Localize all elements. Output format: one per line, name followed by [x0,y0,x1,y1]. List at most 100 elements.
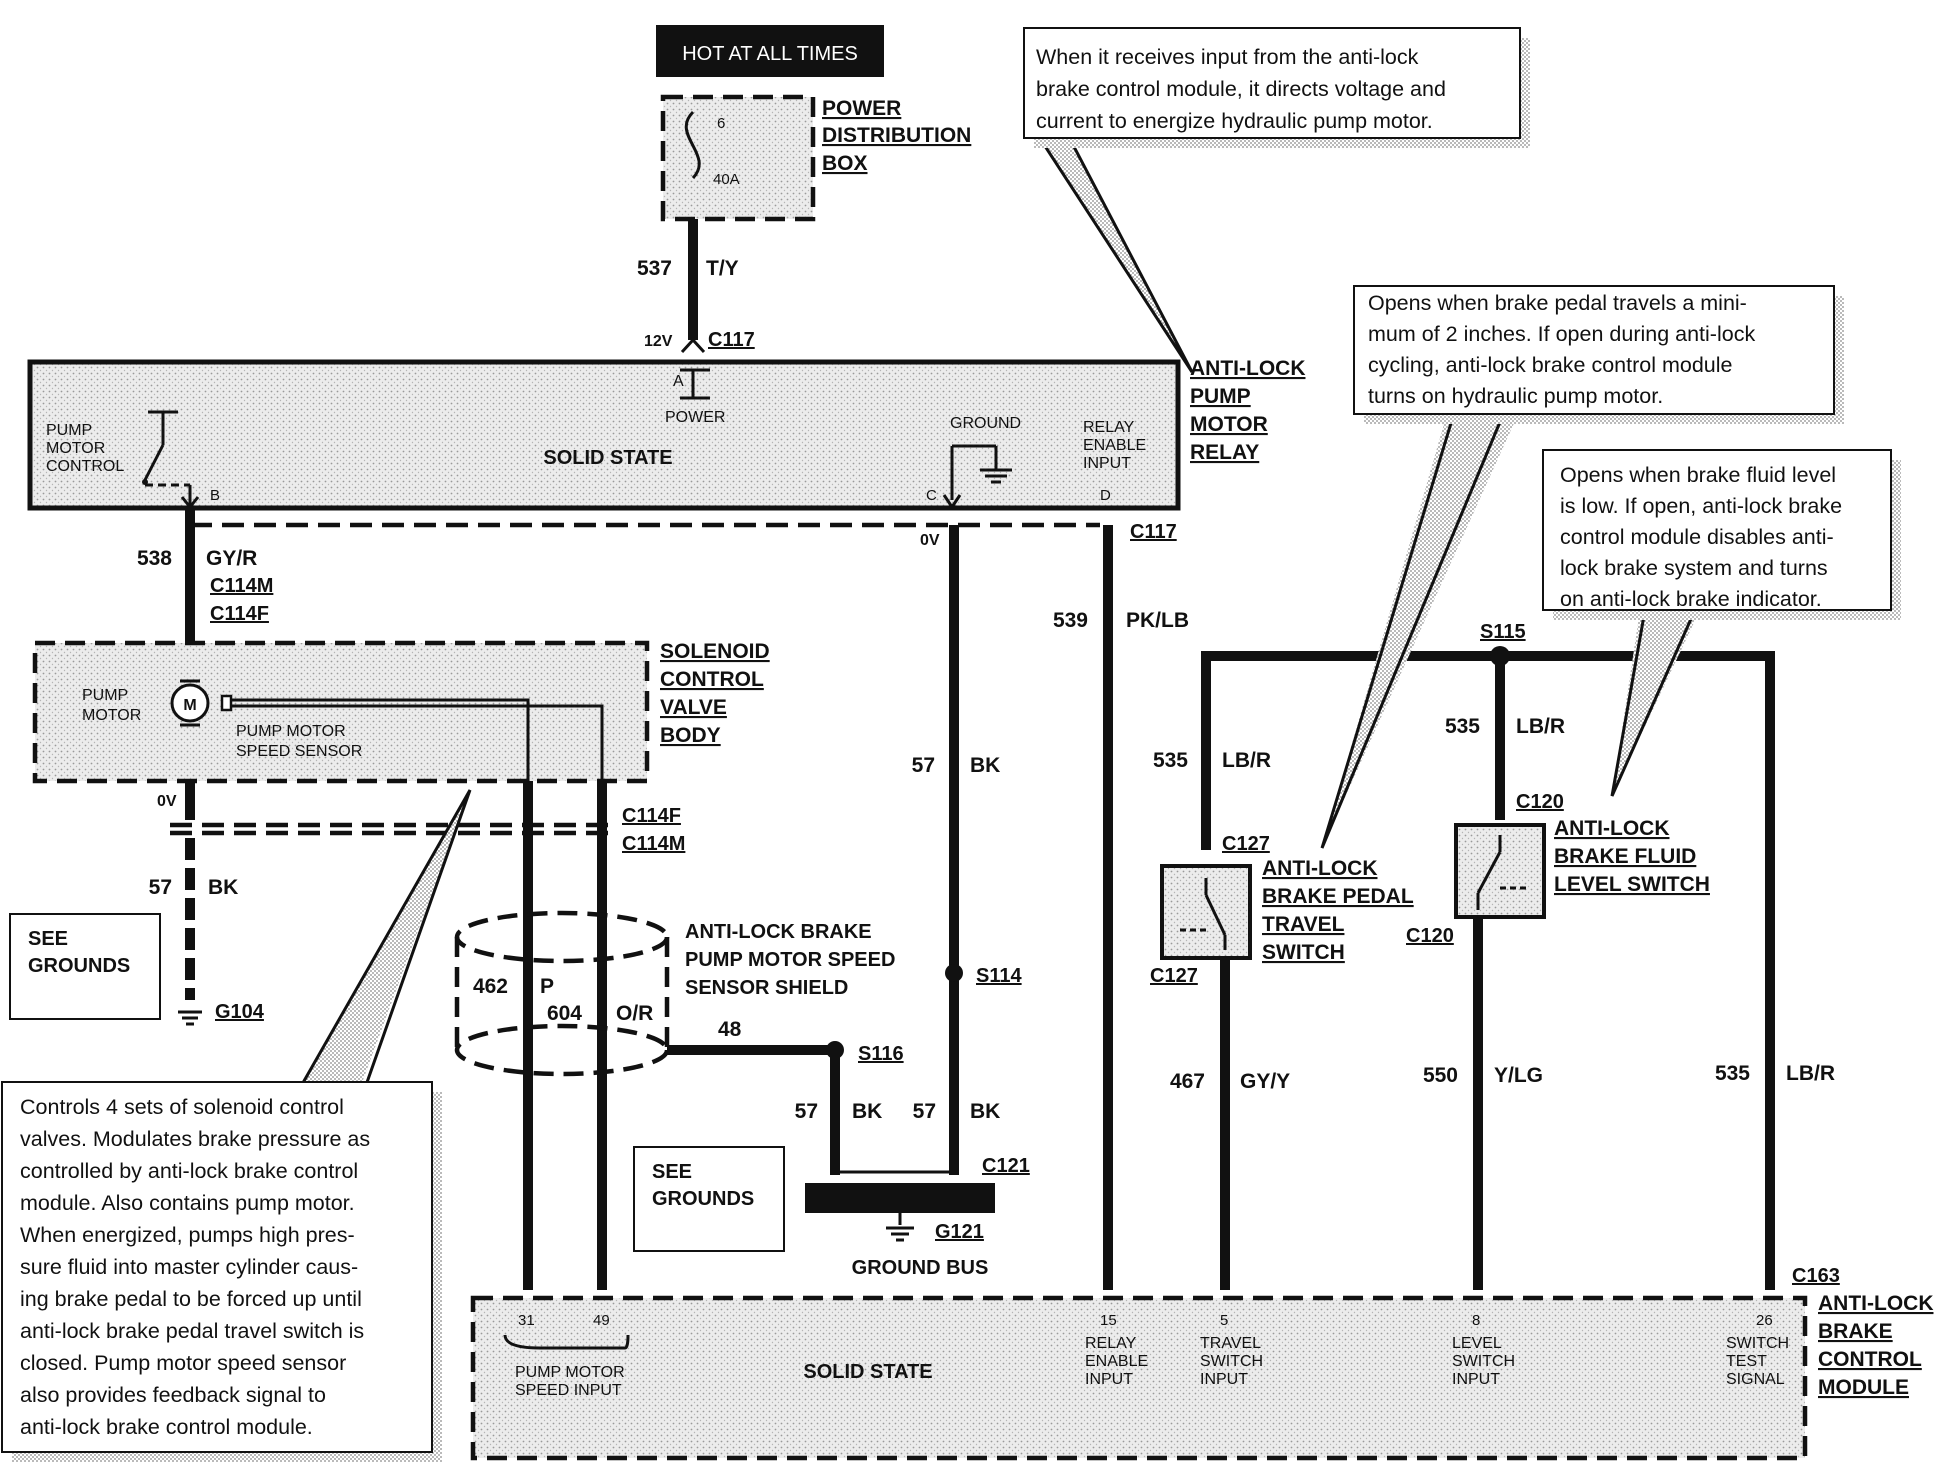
svg-text:PUMP MOTOR SPEED: PUMP MOTOR SPEED [685,949,895,971]
svg-text:C114F: C114F [210,603,269,625]
svg-text:PUMP MOTOR: PUMP MOTOR [236,723,346,740]
svg-text:D: D [1100,487,1111,504]
svg-text:INPUT: INPUT [1200,1371,1248,1388]
svg-text:current to energize hydraulic: current to energize hydraulic pump motor… [1036,109,1433,133]
svg-text:mum of 2 inches. If open durin: mum of 2 inches. If open during anti-loc… [1368,322,1755,346]
svg-text:GY/Y: GY/Y [1240,1070,1290,1093]
svg-text:15: 15 [1100,1312,1117,1329]
svg-text:SWITCH: SWITCH [1726,1335,1789,1352]
svg-text:57: 57 [912,754,935,777]
brake-pedal-travel-switch: C127 C127 ANTI-LOCK BRAKE PEDAL TRAVEL S… [1150,833,1414,987]
svg-text:C163: C163 [1792,1265,1840,1287]
svg-text:SOLENOID: SOLENOID [660,640,770,663]
svg-text:ANTI-LOCK: ANTI-LOCK [1554,817,1669,840]
svg-text:ANTI-LOCK: ANTI-LOCK [1262,857,1377,880]
svg-text:BODY: BODY [660,724,721,747]
svg-text:SEE: SEE [28,928,68,950]
svg-text:controlled by anti-lock brake: controlled by anti-lock brake control [20,1159,358,1183]
svg-text:also provides feedback signal: also provides feedback signal to [20,1383,326,1407]
svg-text:GROUNDS: GROUNDS [652,1188,754,1210]
svg-text:G121: G121 [935,1221,984,1243]
svg-text:CONTROL: CONTROL [660,668,764,691]
svg-text:BRAKE PEDAL: BRAKE PEDAL [1262,885,1414,908]
svg-text:0V: 0V [157,793,177,810]
svg-text:closed. Pump motor speed senso: closed. Pump motor speed sensor [20,1351,346,1375]
svg-text:BRAKE FLUID: BRAKE FLUID [1554,845,1696,868]
svg-text:brake control module, it direc: brake control module, it directs voltage… [1036,77,1446,101]
svg-text:467: 467 [1170,1070,1205,1093]
svg-text:C114F: C114F [622,805,681,827]
svg-text:GY/R: GY/R [206,547,257,570]
svg-text:valves. Modulates brake pressu: valves. Modulates brake pressure as [20,1127,370,1151]
solenoid-control-valve-body: M PUMP MOTOR PUMP MOTOR SPEED SENSOR SOL… [32,640,770,790]
svg-text:module. Also contains pump mot: module. Also contains pump motor. [20,1191,355,1215]
svg-text:Controls 4 sets of solenoid co: Controls 4 sets of solenoid control [20,1095,344,1119]
svg-text:LEVEL: LEVEL [1452,1335,1502,1352]
svg-text:T/Y: T/Y [706,257,739,280]
svg-text:C120: C120 [1406,925,1454,947]
svg-text:INPUT: INPUT [1083,455,1131,472]
svg-text:ANTI-LOCK BRAKE: ANTI-LOCK BRAKE [685,921,872,943]
svg-text:C127: C127 [1150,965,1198,987]
svg-text:ANTI-LOCK: ANTI-LOCK [1818,1292,1933,1315]
svg-text:LB/R: LB/R [1786,1062,1835,1085]
svg-text:MOTOR: MOTOR [1190,413,1268,436]
ground-bus: G121 GROUND BUS [805,1183,995,1279]
svg-text:550: 550 [1423,1064,1458,1087]
svg-text:BOX: BOX [822,152,868,175]
fluid-level-note: Opens when brake fluid level is low. If … [1542,449,1901,797]
svg-text:turns on hydraulic pump motor.: turns on hydraulic pump motor. [1368,384,1663,408]
svg-text:462: 462 [473,975,508,998]
svg-text:SPEED INPUT: SPEED INPUT [515,1382,622,1399]
relay-note: When it receives input from the anti-loc… [1023,27,1530,373]
svg-text:MOTOR: MOTOR [46,440,105,457]
svg-text:GROUND BUS: GROUND BUS [852,1257,989,1279]
svg-text:cycling, anti-lock brake contr: cycling, anti-lock brake control module [1368,353,1732,377]
svg-text:HOT AT ALL TIMES: HOT AT ALL TIMES [682,43,858,65]
svg-text:BK: BK [970,754,1000,777]
brake-fluid-level-switch: C120 C120 ANTI-LOCK BRAKE FLUID LEVEL SW… [1406,791,1710,947]
svg-text:PUMP MOTOR: PUMP MOTOR [515,1364,625,1381]
svg-text:5: 5 [1220,1312,1228,1329]
svg-text:GROUNDS: GROUNDS [28,955,130,977]
svg-text:S114: S114 [976,965,1022,987]
svg-text:RELAY: RELAY [1190,441,1259,464]
svg-text:When energized, pumps high pre: When energized, pumps high pres- [20,1223,355,1247]
svg-text:SWITCH: SWITCH [1452,1353,1515,1370]
ground-g104-icon [178,1010,202,1026]
svg-text:RELAY: RELAY [1085,1335,1137,1352]
svg-text:TEST: TEST [1726,1353,1767,1370]
svg-text:6: 6 [717,115,725,132]
svg-text:P: P [540,975,554,998]
svg-text:8: 8 [1472,1312,1480,1329]
svg-text:C114M: C114M [622,833,685,855]
svg-text:BK: BK [852,1100,882,1123]
sensor-shield: ANTI-LOCK BRAKE PUMP MOTOR SPEED SENSOR … [454,910,895,1077]
svg-text:535: 535 [1445,715,1480,738]
svg-text:12V: 12V [644,333,673,350]
svg-text:S116: S116 [858,1043,904,1065]
svg-text:anti-lock brake pedal travel s: anti-lock brake pedal travel switch is [20,1319,364,1343]
svg-text:VALVE: VALVE [660,696,727,719]
svg-text:LEVEL SWITCH: LEVEL SWITCH [1554,873,1710,896]
svg-text:A: A [673,373,684,390]
svg-text:604: 604 [547,1002,582,1025]
svg-text:535: 535 [1715,1062,1750,1085]
svg-text:PUMP: PUMP [82,687,128,704]
svg-text:SEE: SEE [652,1161,692,1183]
svg-text:INPUT: INPUT [1085,1371,1133,1388]
svg-text:S115: S115 [1480,621,1526,643]
svg-text:0V: 0V [920,532,940,549]
svg-text:lock brake system and turns: lock brake system and turns [1560,556,1828,580]
svg-text:PUMP: PUMP [1190,385,1251,408]
connector-c117-top [680,337,706,354]
svg-text:ENABLE: ENABLE [1083,437,1146,454]
svg-text:26: 26 [1756,1312,1773,1329]
svg-text:control module disables anti-: control module disables anti- [1560,525,1834,549]
svg-text:538: 538 [137,547,172,570]
splice-s114 [945,964,963,982]
svg-text:LB/R: LB/R [1222,749,1271,772]
svg-text:POWER: POWER [822,97,901,120]
